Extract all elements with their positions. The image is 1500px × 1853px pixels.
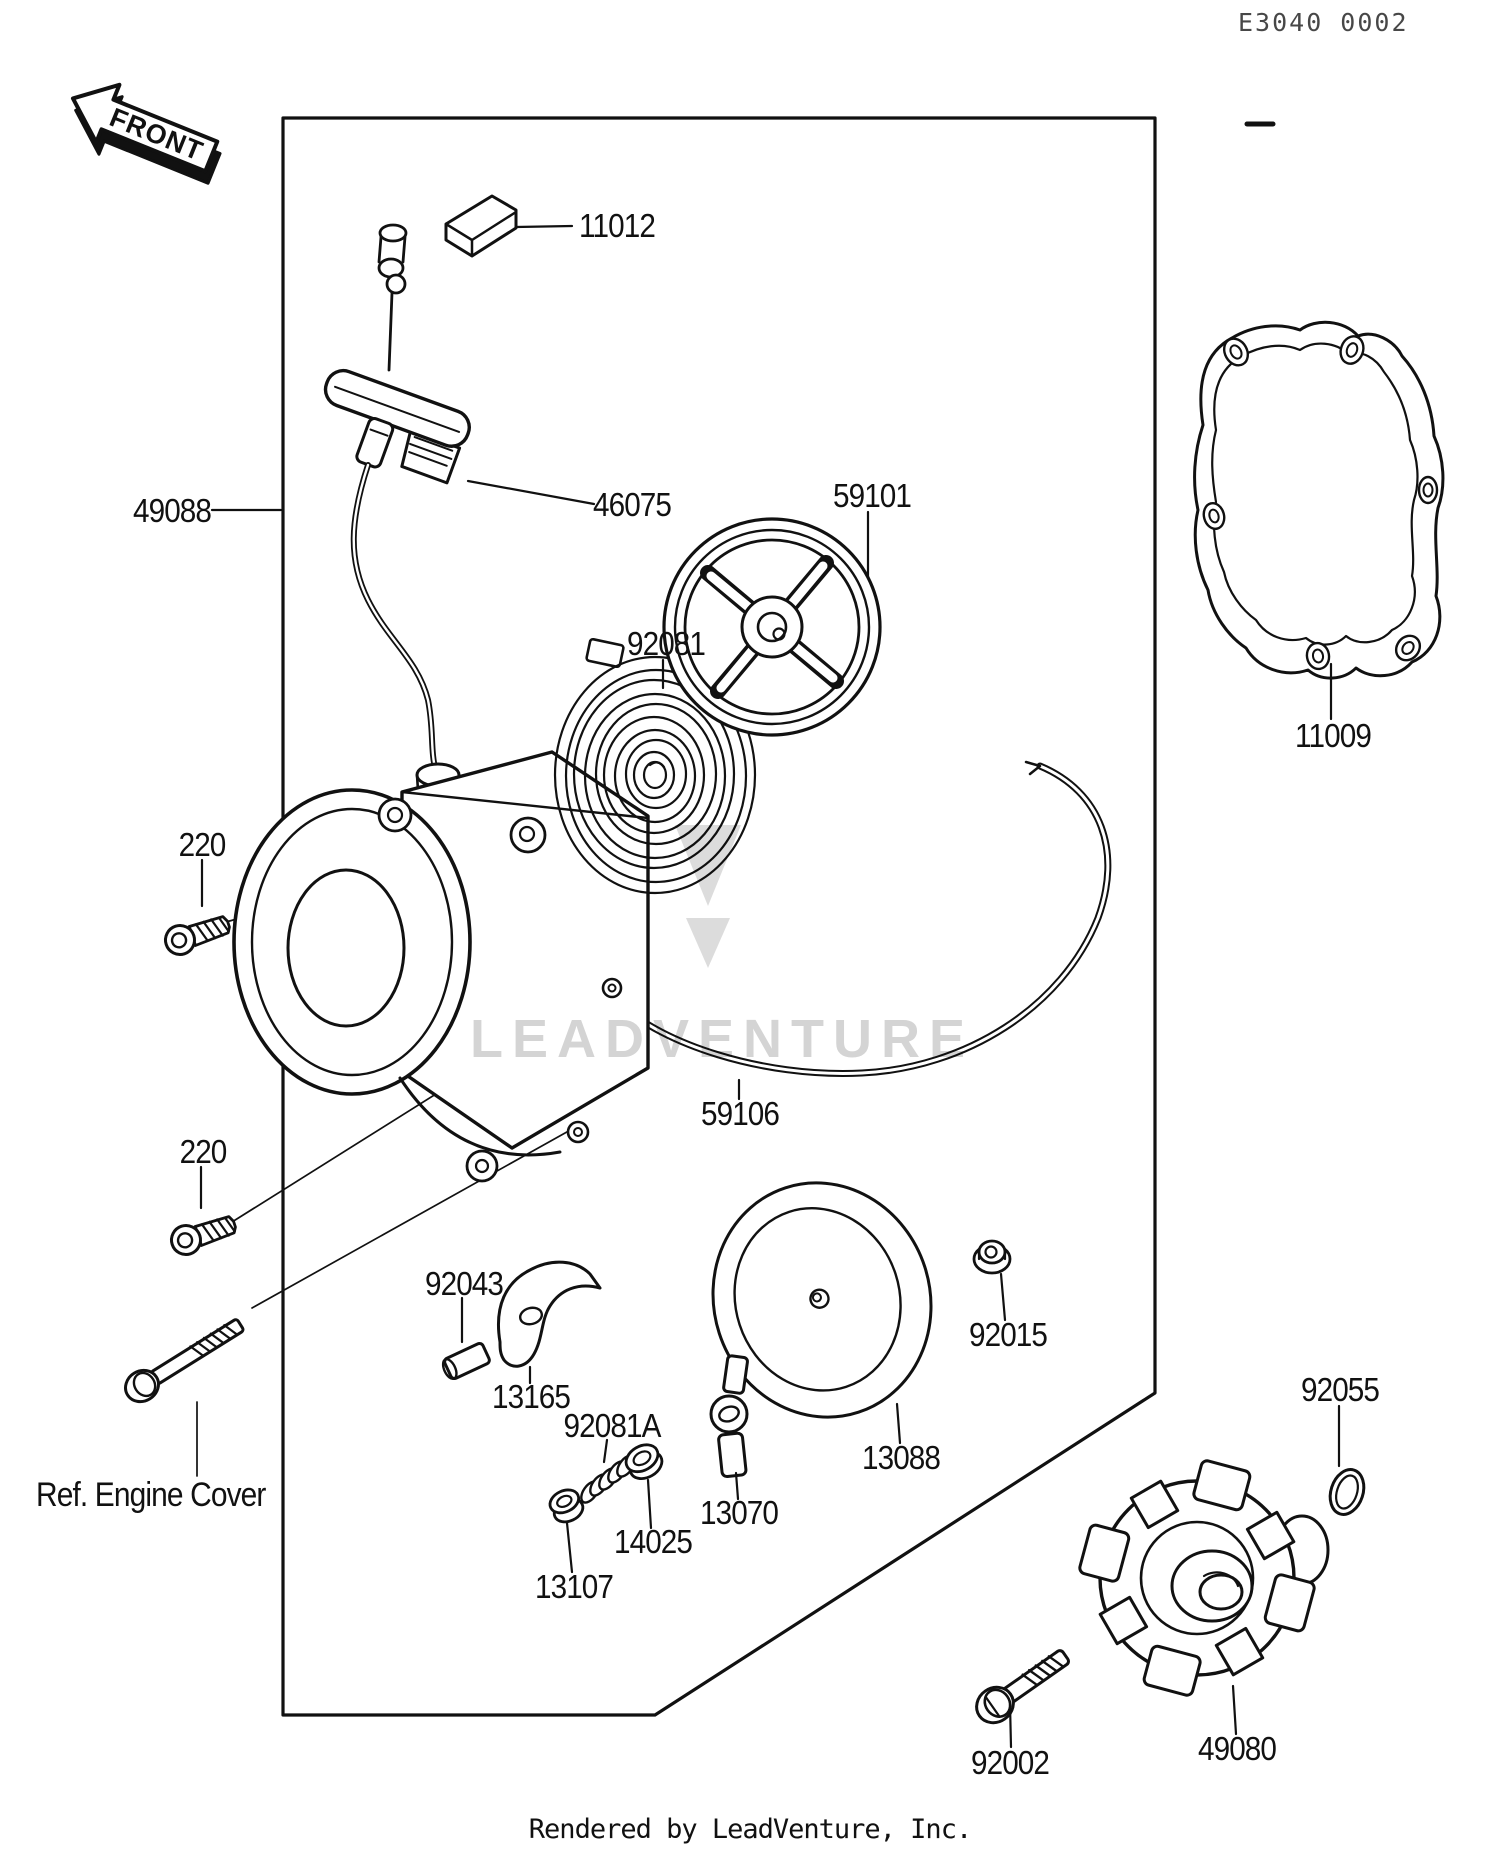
footer-credit: Rendered by LeadVenture, Inc. bbox=[528, 1814, 972, 1845]
part-label-92002: 92002 bbox=[970, 1744, 1050, 1781]
part-label-59101: 59101 bbox=[832, 477, 912, 514]
recoil-housing-drawing bbox=[232, 750, 650, 1183]
part-label-13107: 13107 bbox=[534, 1568, 614, 1605]
retainer-14025-drawing bbox=[624, 1443, 664, 1481]
part-label-92055: 92055 bbox=[1300, 1371, 1380, 1408]
part-label-49088: 49088 bbox=[132, 492, 212, 529]
bushing-13107-drawing bbox=[548, 1488, 585, 1524]
part-label-220: 220 bbox=[178, 826, 227, 863]
part-label-92081A: 92081A bbox=[563, 1407, 661, 1444]
front-arrow: FRONT bbox=[70, 82, 222, 185]
pawl-guide-13165-drawing bbox=[497, 1260, 602, 1368]
part-label-46075: 46075 bbox=[592, 486, 672, 523]
part-label-14025: 14025 bbox=[613, 1523, 693, 1560]
starter-rope-upper-drawing bbox=[350, 462, 461, 818]
flange-nut-92015-drawing bbox=[972, 1239, 1012, 1275]
part-label-92081: 92081 bbox=[626, 625, 706, 662]
part-label-11012: 11012 bbox=[579, 207, 656, 244]
friction-plate-13088-drawing bbox=[711, 1181, 933, 1419]
bolt-92002-drawing bbox=[975, 1649, 1070, 1725]
starter-cup-49080-drawing bbox=[1078, 1459, 1330, 1697]
oring-92055-drawing bbox=[1328, 1468, 1366, 1516]
page-code: E3040 0002 bbox=[1238, 8, 1409, 37]
part-label-11009: 11009 bbox=[1295, 717, 1372, 754]
part-label-13088: 13088 bbox=[861, 1439, 941, 1476]
rope-end-knot-drawing bbox=[377, 223, 408, 372]
cover-gasket-11009-drawing bbox=[1193, 320, 1445, 680]
label-leader-lines bbox=[199, 224, 1341, 1749]
starter-handle-46075-drawing bbox=[323, 368, 471, 485]
part-label-59106: 59106 bbox=[700, 1095, 780, 1132]
recoil-spring-92081-drawing bbox=[553, 637, 757, 895]
part-label-220: 220 bbox=[179, 1133, 228, 1170]
starter-rope-59106-drawing bbox=[618, 760, 1112, 1077]
ref-engine-cover-note: Ref. Engine Cover bbox=[36, 1476, 266, 1514]
engine-cover-bolt-drawing bbox=[124, 1318, 245, 1404]
part-label-92043: 92043 bbox=[424, 1265, 504, 1302]
part-label-13165: 13165 bbox=[491, 1378, 571, 1415]
starter-pulley-59101-drawing bbox=[662, 517, 882, 737]
part-label-13070: 13070 bbox=[699, 1494, 779, 1531]
part-label-92015: 92015 bbox=[968, 1316, 1048, 1353]
part-label-49080: 49080 bbox=[1197, 1730, 1277, 1767]
pin-92043-drawing bbox=[441, 1341, 491, 1381]
ratchet-13070-drawing bbox=[709, 1354, 749, 1479]
diagram-border bbox=[281, 116, 1157, 1717]
